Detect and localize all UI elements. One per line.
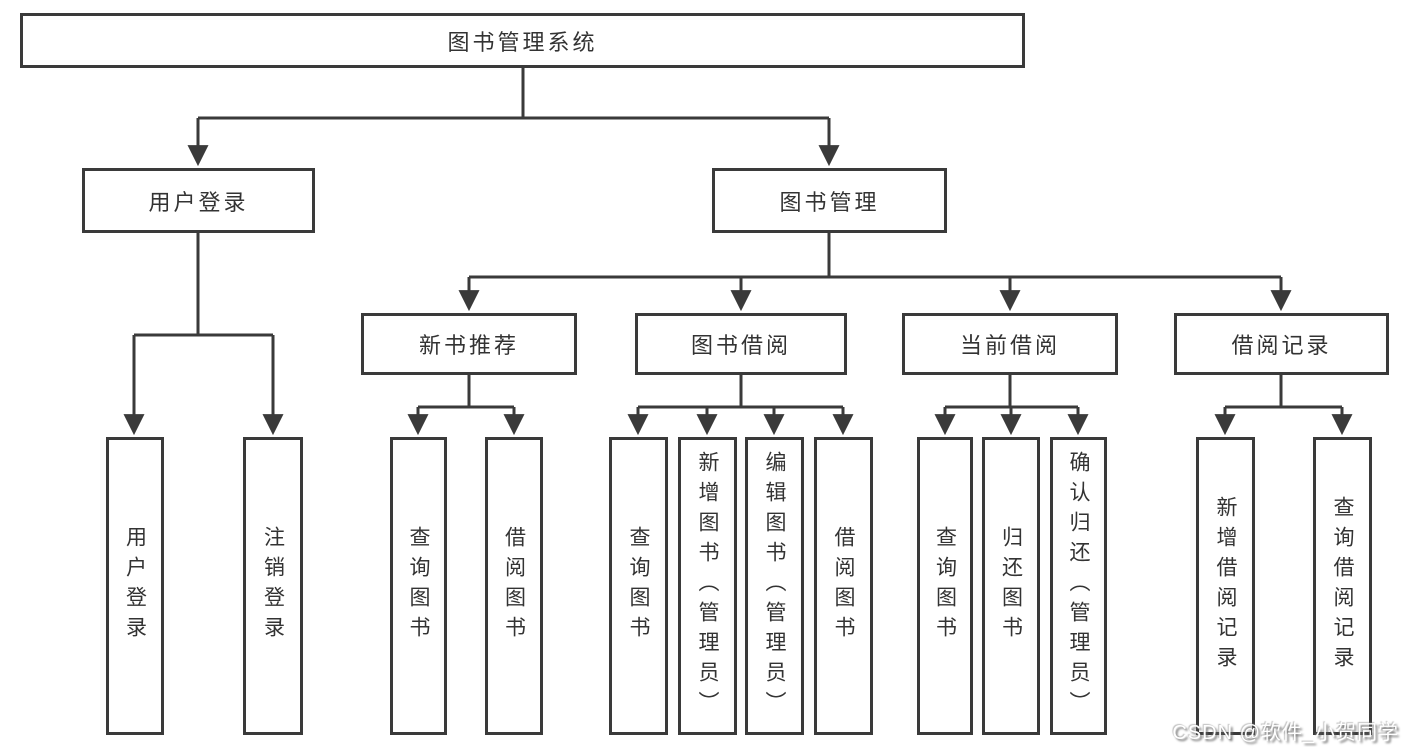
leaf-label: 归还图书 bbox=[999, 526, 1023, 646]
node-book-management: 图书管理 bbox=[712, 168, 947, 233]
node-label: 新书推荐 bbox=[418, 333, 519, 358]
node-borrow-record: 借阅记录 bbox=[1174, 313, 1389, 375]
leaf-borrow-books: 借阅图书 bbox=[814, 437, 873, 735]
leaf-label: 新增图书（管理员） bbox=[696, 451, 719, 721]
leaf-borrow-books-rec: 借阅图书 bbox=[485, 437, 543, 735]
leaf-user-login: 用户登录 bbox=[106, 437, 164, 735]
leaf-label: 查询图书 bbox=[627, 526, 650, 646]
node-book-borrow: 图书借阅 bbox=[635, 313, 847, 375]
leaf-label: 借阅图书 bbox=[502, 526, 526, 646]
node-label: 借阅记录 bbox=[1231, 333, 1332, 358]
node-new-book-recommend: 新书推荐 bbox=[361, 313, 577, 375]
leaf-query-books-current: 查询图书 bbox=[917, 437, 973, 735]
leaf-label: 注销登录 bbox=[261, 526, 285, 646]
leaf-confirm-return-admin: 确认归还（管理员） bbox=[1050, 437, 1107, 735]
leaf-logout: 注销登录 bbox=[243, 437, 303, 735]
leaf-label: 新增借阅记录 bbox=[1214, 496, 1237, 676]
leaf-label: 查询图书 bbox=[933, 526, 957, 646]
leaf-query-books-rec: 查询图书 bbox=[390, 437, 447, 735]
leaf-query-books-borrow: 查询图书 bbox=[609, 437, 668, 735]
node-label: 图书管理系统 bbox=[447, 29, 598, 55]
node-label: 图书管理 bbox=[779, 189, 880, 215]
node-library-system: 图书管理系统 bbox=[20, 13, 1025, 68]
leaf-edit-books-admin: 编辑图书（管理员） bbox=[745, 437, 804, 735]
node-label: 图书借阅 bbox=[690, 333, 791, 358]
csdn-watermark: CSDN @软件_小贺同学 bbox=[1172, 722, 1399, 744]
leaf-label: 借阅图书 bbox=[832, 526, 855, 646]
leaf-label: 查询借阅记录 bbox=[1331, 496, 1354, 676]
tree-branch-lines bbox=[134, 68, 1342, 409]
leaf-label: 编辑图书（管理员） bbox=[763, 451, 786, 721]
node-current-borrow: 当前借阅 bbox=[902, 313, 1118, 375]
node-user-login: 用户登录 bbox=[82, 168, 315, 233]
leaf-query-borrow-record: 查询借阅记录 bbox=[1313, 437, 1372, 735]
leaf-label: 用户登录 bbox=[123, 526, 147, 646]
leaf-return-books: 归还图书 bbox=[982, 437, 1040, 735]
leaf-add-books-admin: 新增图书（管理员） bbox=[678, 437, 737, 735]
node-label: 用户登录 bbox=[148, 189, 249, 215]
leaf-label: 确认归还（管理员） bbox=[1067, 451, 1090, 721]
node-label: 当前借阅 bbox=[959, 333, 1060, 358]
leaf-label: 查询图书 bbox=[407, 526, 430, 646]
leaf-add-borrow-record: 新增借阅记录 bbox=[1196, 437, 1255, 735]
